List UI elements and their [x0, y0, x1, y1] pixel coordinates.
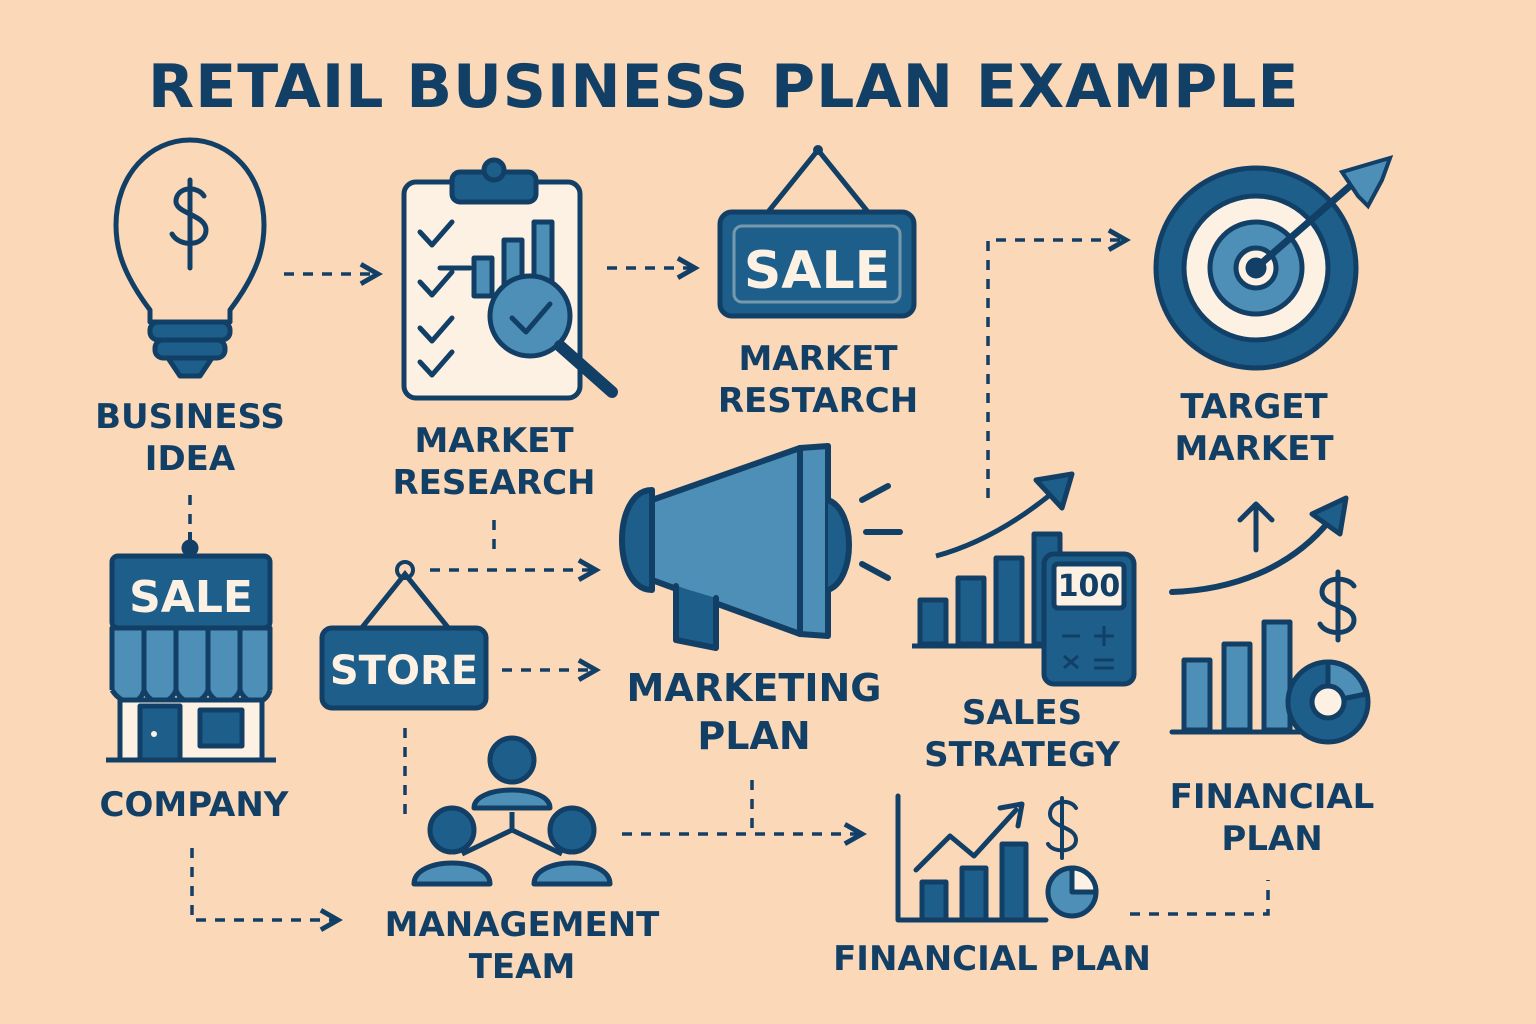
label-financial-plan-right: FINANCIAL PLAN — [1169, 777, 1375, 859]
label-management-team: MANAGEMENT TEAM — [384, 905, 660, 987]
team-icon — [411, 735, 613, 887]
calculator-display: 100 — [1058, 569, 1121, 604]
arrow-company-to-team — [190, 848, 338, 920]
label-marketing-plan: MARKETING PLAN — [626, 666, 882, 758]
arrow-strategy-to-target — [986, 240, 1126, 498]
growth-chart-dollar-icon — [1169, 495, 1371, 745]
label-business-idea: BUSINESS IDEA — [95, 397, 285, 479]
clipboard-checklist-icon — [401, 157, 618, 401]
label-target-market: TARGET MARKET — [1174, 387, 1334, 469]
store-sign-text: STORE — [330, 648, 478, 694]
arrow-research-to-marketing — [430, 520, 596, 570]
label-market-restarch: MARKET RESTARCH — [717, 339, 919, 421]
line-financial-to-right — [1130, 880, 1270, 916]
storefront-icon: SALE — [106, 532, 276, 763]
label-company: COMPANY — [99, 785, 289, 825]
megaphone-icon — [619, 443, 903, 651]
line-chart-dollar-icon — [895, 793, 1099, 923]
sale-sign-icon: SALE — [717, 145, 917, 319]
connectors — [188, 240, 1270, 920]
page-title: RETAIL BUSINESS PLAN EXAMPLE — [148, 52, 1300, 122]
label-financial-plan-bottom: FINANCIAL PLAN — [833, 939, 1151, 979]
target-arrow-icon — [1153, 155, 1394, 371]
label-market-research: MARKET RESEARCH — [392, 421, 596, 503]
bar-chart-calculator-icon: 100 — [912, 471, 1137, 687]
store-sign-icon: STORE — [319, 560, 489, 711]
label-sales-strategy: SALES STRATEGY — [924, 693, 1120, 775]
lightbulb-dollar-icon — [113, 137, 267, 379]
company-sale-sign-text: SALE — [129, 572, 253, 623]
sale-sign-text: SALE — [744, 241, 890, 301]
